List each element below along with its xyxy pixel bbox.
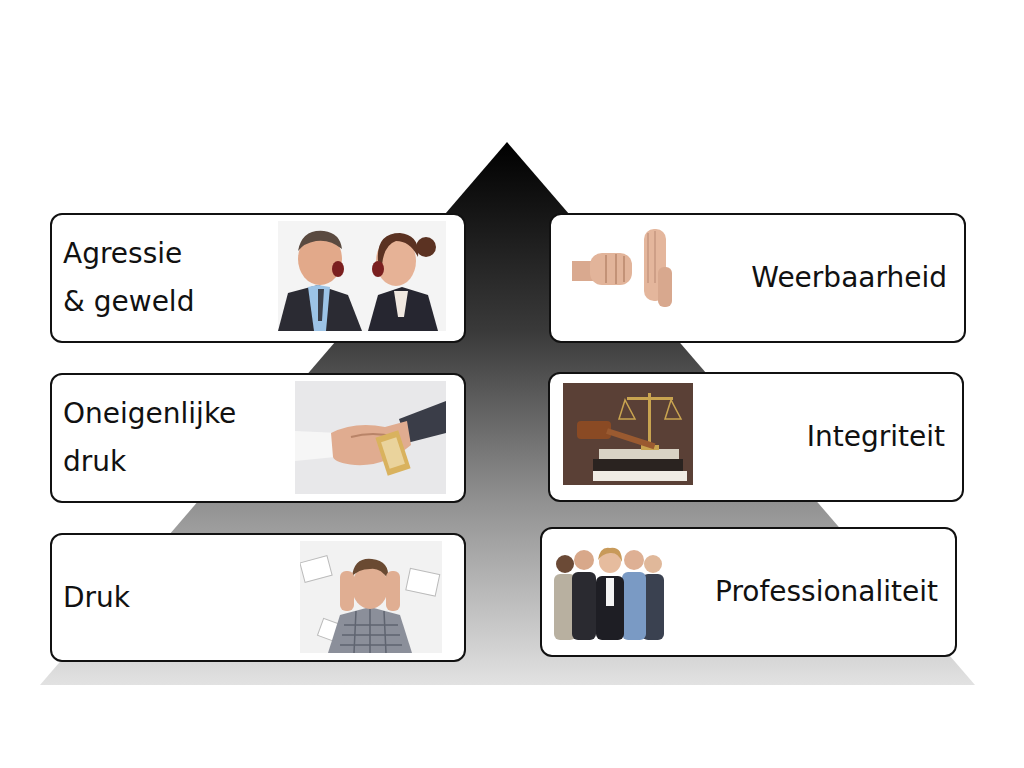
topic-label: Integriteit — [807, 413, 945, 461]
topic-label: Agressie & geweld — [63, 230, 203, 325]
topic-box: Druk — [50, 533, 466, 662]
topic-label: Oneigenlijke druk — [63, 390, 263, 485]
argue-photo — [278, 221, 446, 331]
topic-label: Weerbaarheid — [751, 254, 947, 302]
gavel-scales-photo — [563, 383, 693, 485]
handshake-photo — [295, 381, 446, 494]
topic-box: Oneigenlijke druk — [50, 373, 466, 503]
topic-box: Agressie & geweld — [50, 213, 466, 343]
fist-hand-photo — [572, 223, 682, 311]
topic-box: Professionaliteit — [540, 527, 957, 657]
topic-box: Weerbaarheid — [549, 213, 966, 343]
business-people-photo — [552, 538, 670, 640]
stress-photo — [300, 541, 442, 653]
topic-label: Druk — [63, 574, 130, 622]
topic-label: Professionaliteit — [715, 568, 938, 616]
topic-box: Integriteit — [548, 372, 964, 502]
